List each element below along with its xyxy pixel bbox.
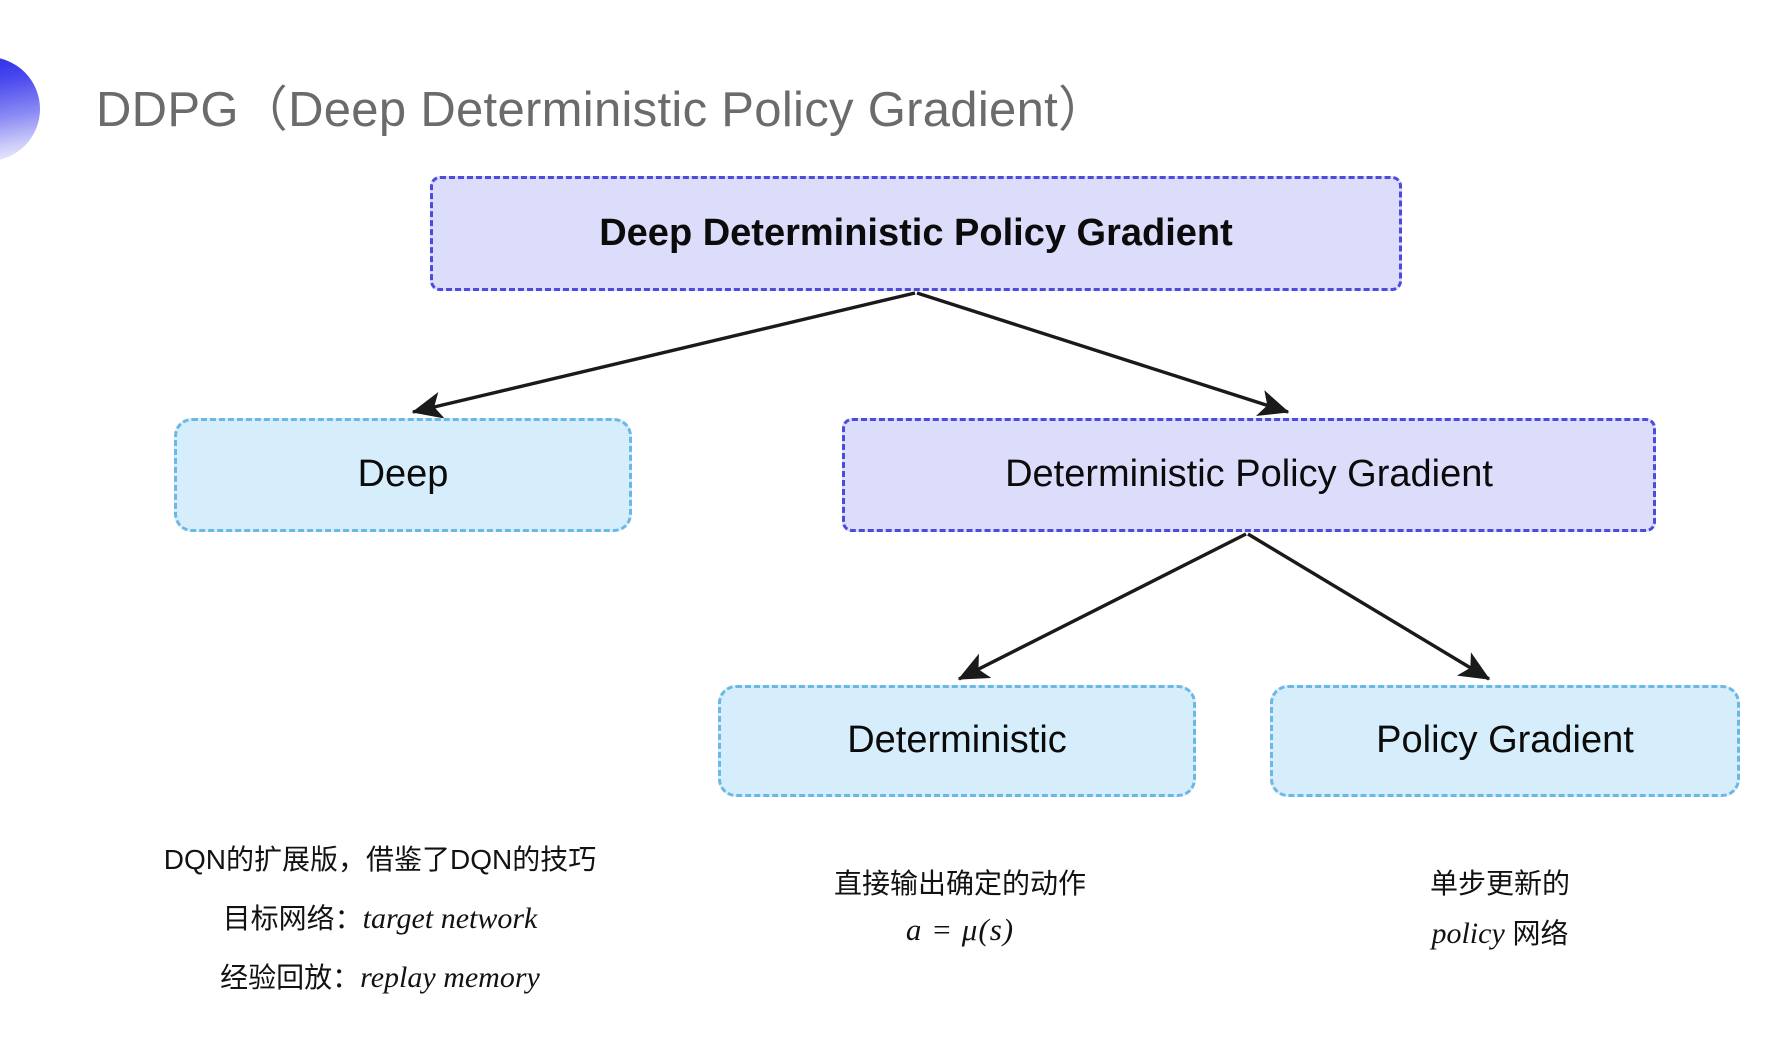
caption-deterministic-line1: 直接输出确定的动作 (833, 868, 1086, 899)
node-deterministic-policy-gradient[interactable]: Deterministic Policy Gradient (842, 418, 1656, 532)
node-deep-deterministic-policy-gradient[interactable]: Deep Deterministic Policy Gradient (430, 176, 1402, 291)
caption-deep-line2: 目标网络：target network (60, 897, 700, 937)
caption-policy-gradient-line2: policy 网络 (1270, 912, 1730, 952)
arrow-dpg-to-policy-gradient (1247, 532, 1491, 681)
caption-deep-line3-label: 经验回放： (220, 962, 361, 993)
arrow-root-to-dpg (916, 291, 1290, 417)
arrow-root-to-deep (411, 291, 916, 419)
caption-policy-gradient-term: policy (1431, 917, 1505, 950)
caption-policy-gradient: 单步更新的 policy 网络 (1270, 862, 1730, 962)
caption-deterministic-formula: a = μ(s) (905, 912, 1015, 947)
caption-deep-line2-label: 目标网络： (222, 903, 363, 934)
arrow-dpg-to-deterministic (957, 532, 1247, 681)
node-deep[interactable]: Deep (174, 418, 632, 532)
caption-deep-line1: DQN的扩展版，借鉴了DQN的技巧 (163, 844, 597, 875)
caption-policy-gradient-line1: 单步更新的 (1429, 868, 1570, 899)
caption-deep-line3: 经验回放：replay memory (60, 956, 700, 996)
caption-deterministic: 直接输出确定的动作 a = μ(s) (700, 862, 1220, 958)
page-title: DDPG（Deep Deterministic Policy Gradient） (96, 83, 1108, 137)
half-circle-gradient-accent-icon (0, 57, 40, 161)
caption-deep-line3-term: replay memory (360, 961, 540, 994)
node-policy-gradient[interactable]: Policy Gradient (1270, 685, 1740, 797)
caption-deep: DQN的扩展版，借鉴了DQN的技巧 目标网络：target network 经验… (60, 838, 700, 996)
caption-policy-gradient-suffix: 网络 (1504, 918, 1569, 949)
caption-deep-line2-term: target network (362, 902, 538, 935)
node-deterministic[interactable]: Deterministic (718, 685, 1196, 797)
